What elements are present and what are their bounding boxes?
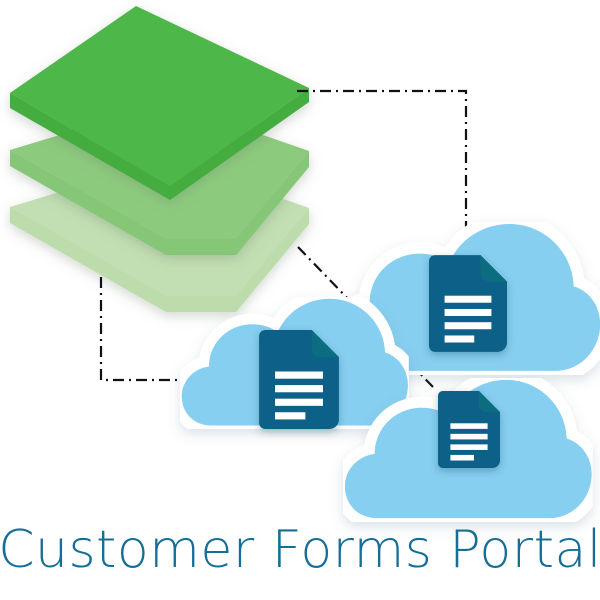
connector-stack-to-top-right-cloud (297, 89, 468, 244)
stack-layer-top (10, 6, 309, 200)
layered-data-stack (10, 6, 309, 312)
